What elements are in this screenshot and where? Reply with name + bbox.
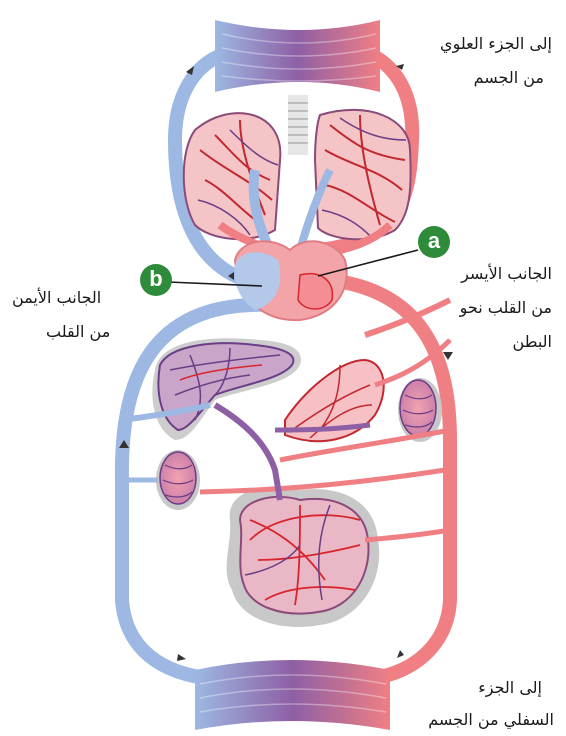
upper-body-label-line1: إلى الجزء العلوي (440, 32, 552, 56)
upper-body-label-line2: من الجسم (474, 66, 544, 90)
label-badge-a: a (418, 226, 450, 258)
intestines (227, 486, 380, 627)
left-heart-label-line1: الجانب الأيسر (461, 262, 552, 286)
lung-left-in-image (184, 113, 281, 239)
lower-body-label-line2: السفلي من الجسم (428, 708, 554, 732)
label-badge-b: b (140, 264, 172, 296)
kidney-left-in-image (156, 450, 200, 510)
right-heart-label-line2: من القلب (46, 320, 110, 344)
right-heart-label-line1: الجانب الأيمن (12, 286, 101, 310)
left-heart-label-line3: البطن (513, 330, 552, 354)
liver (152, 338, 301, 440)
lower-body-label-line1: إلى الجزء (478, 676, 542, 700)
trachea (288, 95, 308, 155)
lower-body-capillary-bed (195, 660, 390, 730)
left-heart-label-line2: من القلب نحو (460, 296, 552, 320)
upper-body-capillary-bed (215, 20, 380, 92)
